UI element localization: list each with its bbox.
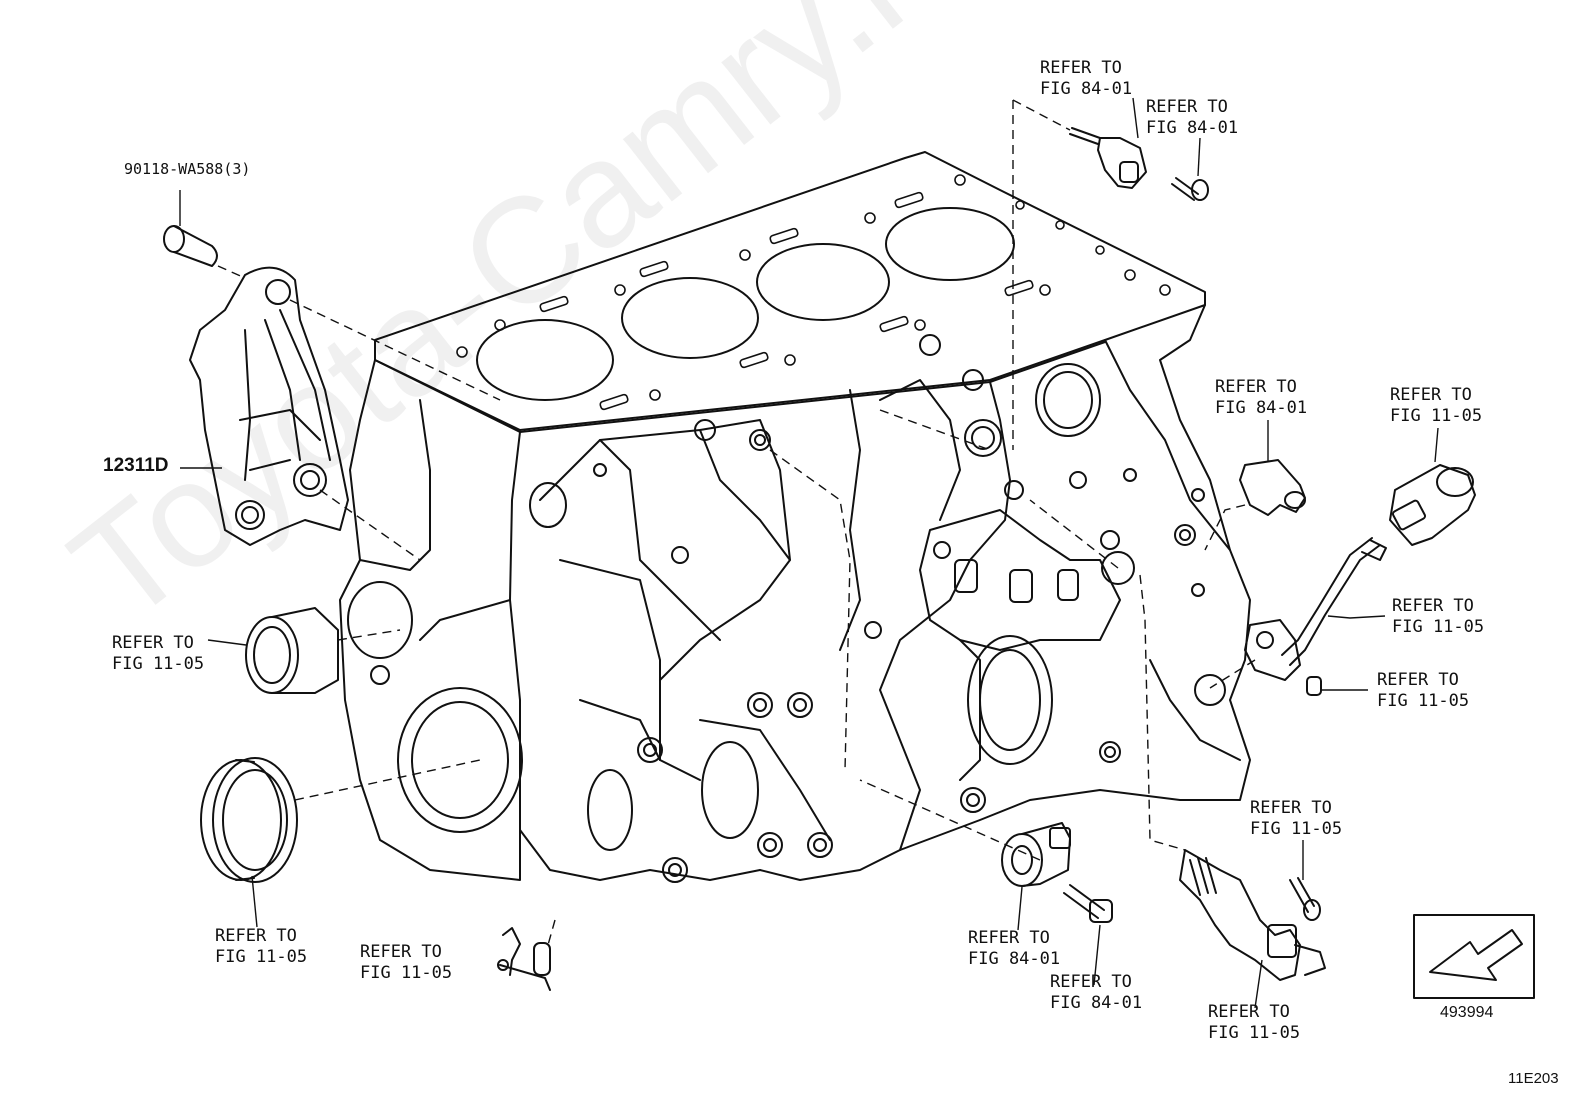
block-right-face — [759, 339, 1251, 881]
knock-sensor — [1001, 822, 1071, 887]
oil-level-plug — [1306, 676, 1322, 696]
oil-level-tube — [1244, 537, 1387, 681]
cam-sensor-bolt — [1171, 177, 1209, 201]
callout-cam-sensor-bolt: REFER TO FIG 84-01 — [1146, 97, 1239, 138]
callout-oil-control-valve: REFER TO FIG 11-05 — [1390, 385, 1483, 426]
callout-oil-pressure-bolt: REFER TO FIG 11-05 — [1250, 798, 1343, 839]
callout-oil-seal: REFER TO FIG 11-05 — [215, 926, 308, 967]
knock-sensor-bolt — [1063, 884, 1113, 923]
callout-plug-left: REFER TO FIG 11-05 — [112, 633, 205, 674]
cylinder-bore-1 — [476, 319, 614, 401]
oil-pressure-sensor-bolt — [1289, 877, 1321, 921]
block-deck — [374, 151, 1206, 431]
cylinder-bore-2 — [621, 277, 759, 359]
plug-left — [245, 607, 339, 694]
crank-bore-front — [397, 687, 523, 833]
callout-cam-sensor: REFER TO FIG 84-01 — [1040, 58, 1133, 99]
oil-control-valve — [1389, 464, 1476, 546]
callout-knock-sensor: REFER TO FIG 84-01 — [968, 928, 1061, 969]
oil-seal-left — [200, 757, 298, 883]
oil-jet-bottom-left — [497, 927, 551, 991]
callout-oil-jet: REFER TO FIG 11-05 — [360, 942, 453, 983]
bolt-90118 — [163, 225, 218, 267]
cover-part-number: 12311D — [103, 455, 169, 476]
engine-mount-cover-12311D — [189, 266, 349, 546]
callout-oil-pressure-sensor: REFER TO FIG 11-05 — [1208, 1002, 1301, 1043]
cam-position-sensor — [1069, 127, 1147, 189]
view-arrow-box — [1413, 914, 1535, 999]
cylinder-bore-3 — [756, 243, 890, 321]
temperature-sensor — [1239, 459, 1306, 516]
arrow-reference-code: 493994 — [1440, 1004, 1494, 1021]
block-front-face — [339, 359, 521, 881]
oil-gallery-port — [1035, 363, 1101, 437]
cylinder-bore-4 — [885, 207, 1015, 281]
callout-knock-sensor-bolt: REFER TO FIG 84-01 — [1050, 972, 1143, 1013]
page-code: 11E203 — [1508, 1070, 1559, 1087]
callout-oil-level-tube: REFER TO FIG 11-05 — [1392, 596, 1485, 637]
callout-oil-level-plug: REFER TO FIG 11-05 — [1377, 670, 1470, 711]
cylinder-block — [339, 151, 1251, 883]
oil-pressure-sensor — [1179, 849, 1326, 981]
bolt-part-number: 90118-WA588(3) — [124, 160, 251, 178]
callout-temp-sensor: REFER TO FIG 84-01 — [1215, 377, 1308, 418]
